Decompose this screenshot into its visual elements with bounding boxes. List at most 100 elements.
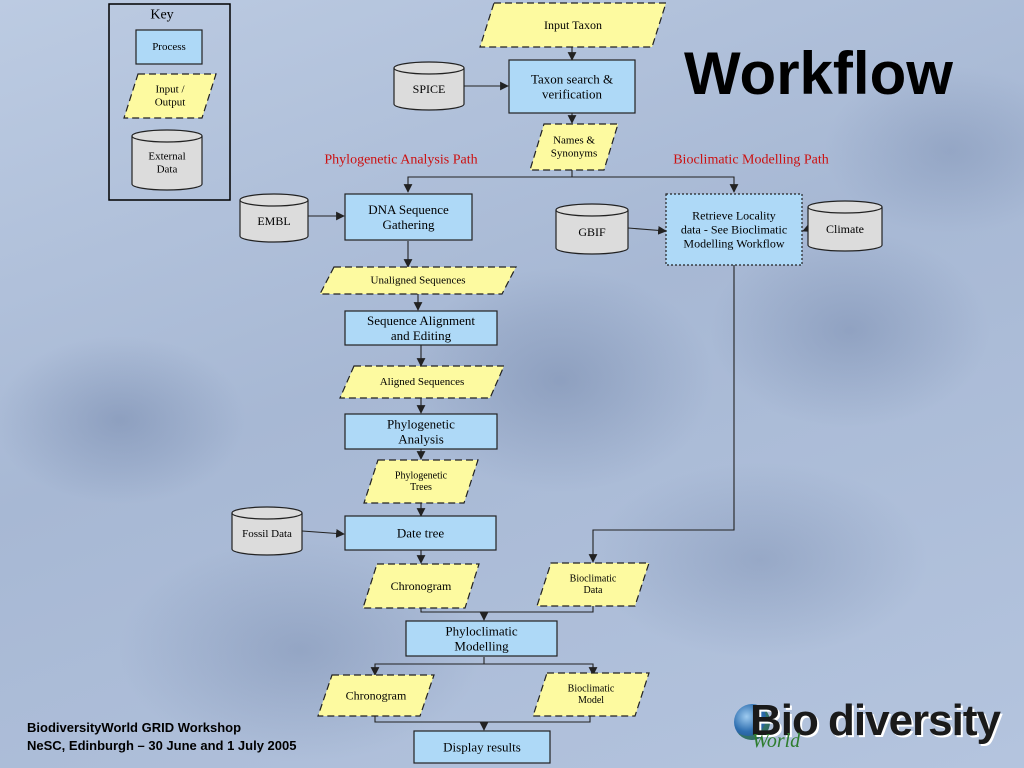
gbif-label: GBIF: [578, 225, 606, 239]
date-tree: Date tree: [344, 515, 497, 551]
key-title-label: Key: [150, 8, 173, 23]
bioclimatic-model-shape: [532, 672, 650, 717]
embl-label: EMBL: [257, 214, 290, 228]
footer-line-1: BiodiversityWorld GRID Workshop: [27, 720, 242, 735]
chronogram-2-label: Chronogram: [346, 689, 407, 703]
names-synonyms-shape: [529, 123, 619, 171]
edge-retrieve-to-bioclim-data: [588, 265, 735, 563]
bioclimatic-data-label: Data: [584, 585, 603, 596]
fossil-data-label: Fossil Data: [242, 528, 292, 540]
fossil-data-body: [231, 513, 303, 556]
key-input-output: Input /Output: [123, 73, 217, 119]
key-process-box: [135, 29, 203, 65]
unaligned-sequences: Unaligned Sequences: [319, 266, 517, 295]
spice-body: [393, 68, 465, 111]
taxon-search-label: Taxon search &: [531, 72, 613, 87]
climate: Climate: [807, 200, 883, 252]
display-results: Display results: [413, 730, 551, 764]
bioclimatic-model-label: Bioclimatic: [568, 683, 615, 694]
key-input-output-label: Output: [155, 96, 186, 108]
edge-gbif-to-retrieve: [627, 225, 667, 235]
sequence-alignment-label: and Editing: [391, 328, 452, 343]
embl-top: [239, 193, 309, 207]
chronogram-1-shape: [362, 563, 480, 609]
key-input-output-shape: [123, 73, 217, 119]
taxon-search: Taxon search &verification: [508, 59, 636, 114]
bioclimatic-model-label: Model: [578, 695, 604, 706]
aligned-sequences: Aligned Sequences: [339, 365, 505, 399]
embl-body: [239, 200, 309, 243]
edge-phyloclim-split-left: [370, 657, 485, 676]
footer-line-2: NeSC, Edinburgh – 30 June and 1 July 200…: [27, 738, 297, 753]
display-results-label: Display results: [443, 740, 521, 755]
climate-body: [807, 207, 883, 252]
phylogenetic-trees-label: Trees: [410, 482, 432, 493]
dna-sequence-gathering-box: [344, 193, 473, 241]
input-taxon: Input Taxon: [479, 2, 667, 48]
climate-label: Climate: [826, 222, 864, 236]
path-labels: Phylogenetic Analysis Path Bioclimatic Mo…: [324, 153, 828, 168]
phylogenetic-trees-label: Phylogenetic: [395, 470, 448, 481]
retrieve-locality-label: Retrieve Locality: [692, 209, 776, 223]
key-process: Process: [135, 29, 203, 65]
edge-names-to-bioclim: [572, 176, 739, 193]
key-external-data-label: Data: [157, 163, 178, 175]
edge-bioclimmodel-to-display: [484, 716, 591, 723]
gbif-top: [555, 203, 629, 217]
sequence-alignment-label: Sequence Alignment: [367, 313, 475, 328]
dna-sequence-gathering-label: Gathering: [383, 217, 435, 232]
key-process-label: Process: [152, 41, 186, 53]
footer: BiodiversityWorld GRID Workshop NeSC, Ed…: [27, 719, 296, 755]
globe-icon: [734, 704, 770, 740]
date-tree-box: [344, 515, 497, 551]
retrieve-locality-label: data - See Bioclimatic: [681, 223, 787, 237]
key-legend: Key: [108, 3, 231, 201]
logo-sub: World: [752, 730, 801, 752]
phyloclimatic-modelling-label: Phyloclimatic: [445, 624, 517, 639]
unaligned-sequences-label: Unaligned Sequences: [371, 275, 466, 287]
phylogenetic-analysis-label: Analysis: [398, 431, 444, 446]
edge-bioclimdata-to-phyloclim: [484, 606, 594, 613]
logo-main: diversity: [828, 696, 1001, 745]
dna-sequence-gathering-label: DNA Sequence: [368, 202, 449, 217]
sequence-alignment-box: [344, 310, 498, 346]
edge-fossil-to-date: [301, 529, 345, 538]
names-synonyms: Names &Synonyms: [529, 123, 619, 171]
phyloclimatic-modelling-box: [405, 620, 558, 657]
climate-top: [807, 200, 883, 214]
key-external-data-body: [131, 136, 203, 191]
slide-title: Workflow: [684, 40, 953, 107]
key-input-output-label: Input /: [155, 84, 185, 96]
embl: EMBL: [239, 193, 309, 243]
input-taxon-shape: [479, 2, 667, 48]
spice-top: [393, 61, 465, 75]
aligned-sequences-label: Aligned Sequences: [380, 376, 465, 388]
phyloclimatic-modelling-label: Modelling: [454, 638, 509, 653]
connectors: [301, 47, 813, 731]
date-tree-label: Date tree: [397, 526, 445, 541]
edge-chrono2-to-display: [374, 716, 489, 731]
edge-chrono-to-phyloclim: [420, 608, 489, 621]
names-synonyms-label: Names &: [553, 135, 595, 147]
bioclimatic-data-label: Bioclimatic: [570, 573, 617, 584]
chronogram-1-label: Chronogram: [391, 579, 452, 593]
display-results-box: [413, 730, 551, 764]
retrieve-locality-label: Modelling Workflow: [683, 236, 784, 250]
bioclim-path-label: Bioclimatic Modelling Path: [673, 153, 829, 168]
gbif-body: [555, 210, 629, 255]
key-external-data-top: [131, 129, 203, 143]
taxon-search-label: verification: [542, 86, 602, 101]
phylo-path-label: Phylogenetic Analysis Path: [324, 153, 477, 168]
key-external-data-label: External: [148, 151, 185, 163]
chronogram-2: Chronogram: [317, 674, 435, 717]
